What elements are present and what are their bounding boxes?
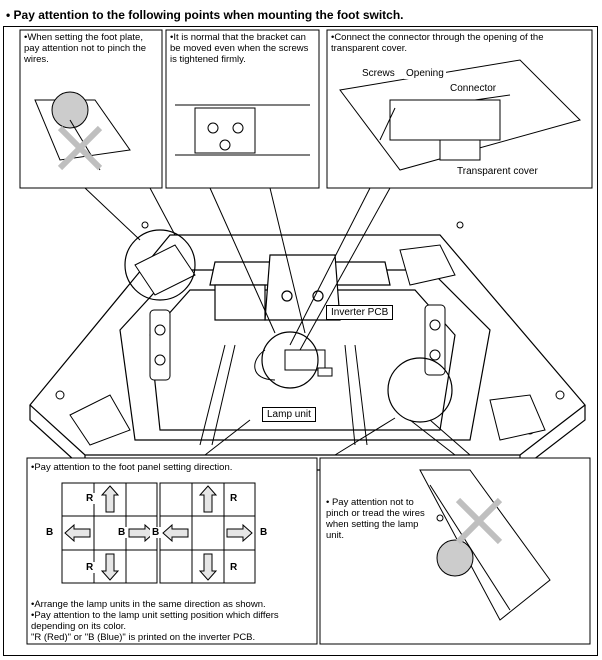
- cross-mark-2: [455, 497, 503, 545]
- corner-brackets: [69, 244, 546, 446]
- label-connector: Connector: [448, 83, 499, 94]
- note-arrange: •Arrange the lamp units in the same dire…: [31, 599, 266, 610]
- marker-right-bottom: R: [228, 562, 240, 573]
- label-opening: Opening: [404, 68, 446, 79]
- callout-direction: •Pay attention to the foot panel setting…: [31, 462, 311, 473]
- lamp-rails: [199, 344, 368, 446]
- arrow-lamps: [64, 485, 253, 581]
- center-bracket: [209, 254, 391, 321]
- wire-detail: [319, 457, 591, 645]
- label-inverter-pcb: Inverter PCB: [326, 305, 394, 320]
- label-transparent-cover: Transparent cover: [455, 166, 540, 177]
- callout-foot-plate: •When setting the foot plate, pay attent…: [24, 32, 149, 65]
- side-rollers: [149, 304, 446, 381]
- pointer-lines: [84, 187, 471, 456]
- cross-mark-1: [57, 125, 103, 171]
- marker-right-top: R: [228, 493, 240, 504]
- diagram-frame: [3, 26, 598, 656]
- label-screws: Screws: [360, 68, 397, 79]
- marker-left-top: R: [84, 493, 96, 504]
- connector-detail: [326, 29, 593, 189]
- page-title: • Pay attention to the following points …: [6, 8, 404, 22]
- callout-connector: •Connect the connector through the openi…: [331, 32, 589, 54]
- marker-left-right: B: [116, 527, 128, 538]
- callout-bracket: •It is normal that the bracket can be mo…: [170, 32, 315, 65]
- label-lamp-unit: Lamp unit: [262, 407, 316, 422]
- marker-right-left: B: [150, 527, 162, 538]
- inverter-pcb: [254, 349, 333, 381]
- marker-left-bottom: R: [84, 562, 96, 573]
- marker-right-right: B: [258, 527, 270, 538]
- callout-circles: [124, 229, 453, 423]
- callout-lamp-unit-wires: • Pay attention not to pinch or tread th…: [326, 497, 426, 541]
- note-position: •Pay attention to the lamp unit setting …: [31, 610, 279, 632]
- marker-left-left: B: [44, 527, 56, 538]
- note-printed: "R (Red)" or "B (Blue)" is printed on th…: [31, 632, 256, 643]
